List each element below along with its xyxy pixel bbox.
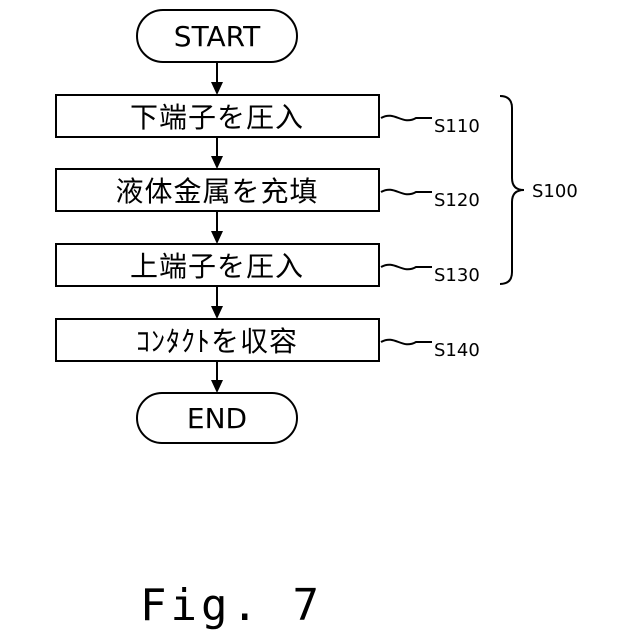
ref-label-s120: S120 <box>434 190 480 211</box>
leader-s130 <box>381 265 432 270</box>
step-text-s120: 液体金属を充填 <box>115 175 318 208</box>
ref-label-s140: S140 <box>434 340 480 361</box>
figure-caption: Fig. 7 <box>140 580 323 631</box>
leader-s120 <box>381 190 432 195</box>
ref-label-s110: S110 <box>434 116 480 137</box>
end-label: END <box>187 402 247 435</box>
group-brace <box>500 96 524 284</box>
arrowhead <box>211 306 223 319</box>
leader-s110 <box>381 116 432 121</box>
step-text-s140: ｺﾝﾀｸﾄを収容 <box>136 325 298 358</box>
arrowhead <box>211 82 223 95</box>
leader-s140 <box>381 340 432 345</box>
arrowhead <box>211 380 223 393</box>
ref-label-s100: S100 <box>532 181 578 202</box>
step-text-s110: 下端子を圧入 <box>130 101 304 134</box>
ref-label-s130: S130 <box>434 265 480 286</box>
arrowhead <box>211 231 223 244</box>
arrowhead <box>211 156 223 169</box>
step-text-s130: 上端子を圧入 <box>130 250 304 283</box>
start-label: START <box>174 20 261 53</box>
